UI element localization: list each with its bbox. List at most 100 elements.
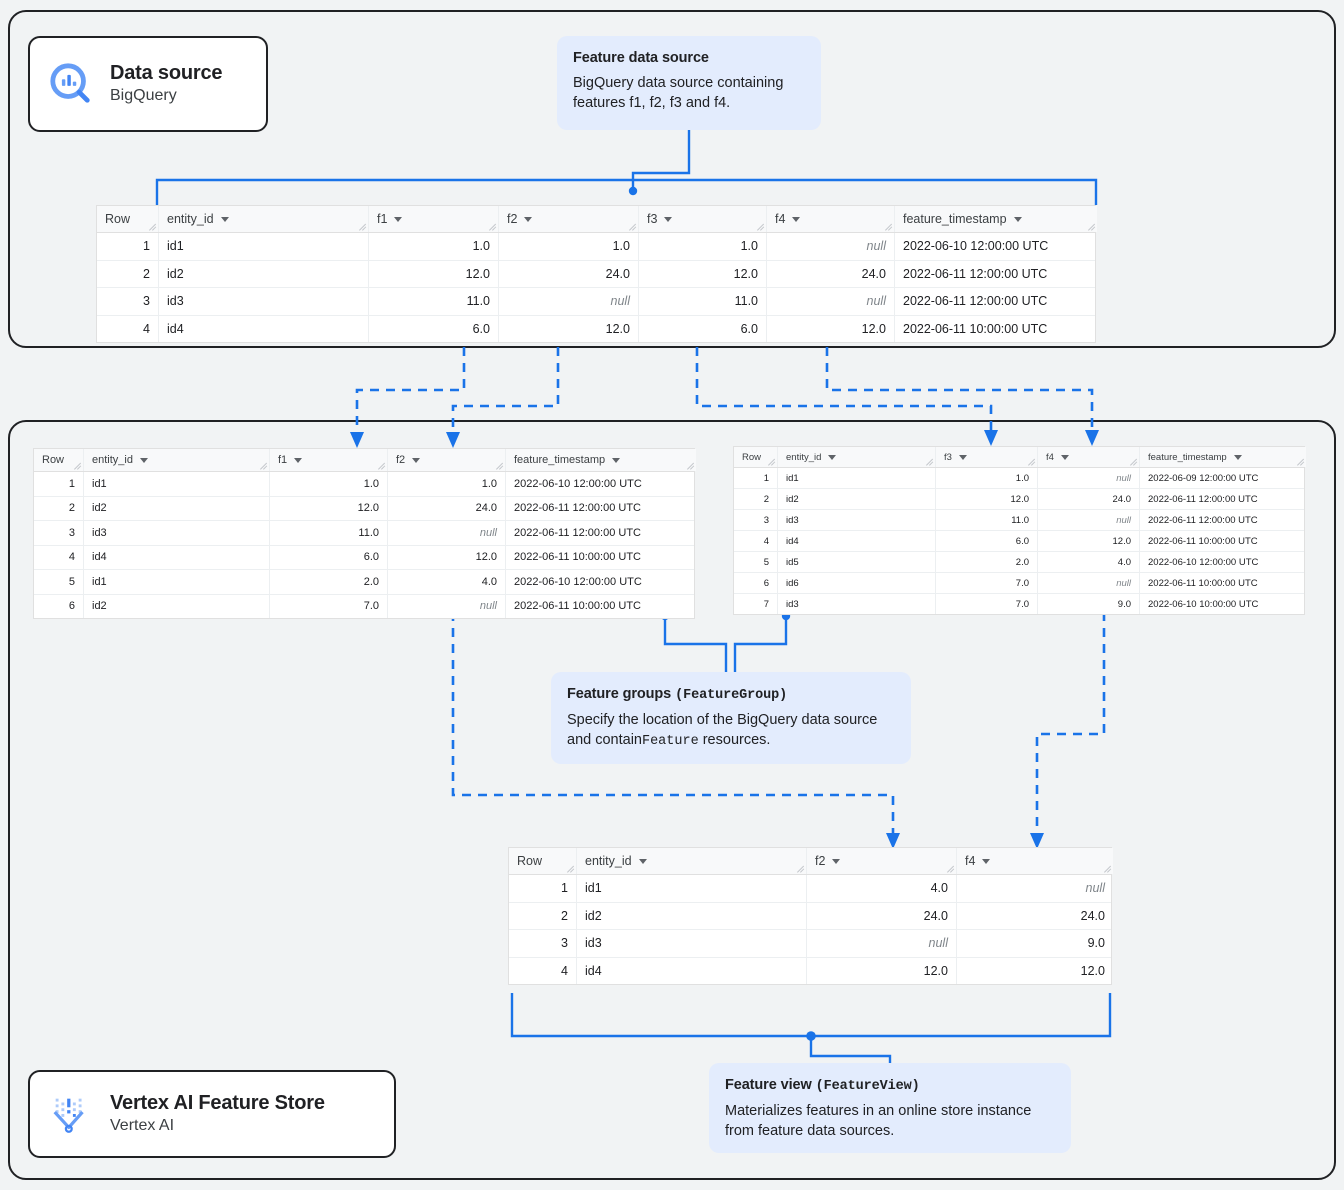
column-resize-handle-icon[interactable] <box>884 223 892 231</box>
null-value: null <box>479 600 497 613</box>
chevron-down-icon[interactable] <box>958 454 967 460</box>
column-resize-handle-icon[interactable] <box>686 462 694 470</box>
column-header-entity_id[interactable]: entity_id <box>778 447 936 467</box>
column-header-f4[interactable]: f4 <box>767 206 895 232</box>
column-resize-handle-icon[interactable] <box>767 458 775 466</box>
column-header-feature_timestamp[interactable]: feature_timestamp <box>506 449 696 471</box>
column-resize-handle-icon[interactable] <box>358 223 366 231</box>
chevron-down-icon[interactable] <box>828 454 837 460</box>
column-header-Row[interactable]: Row <box>509 848 577 874</box>
column-header-Row[interactable]: Row <box>734 447 778 467</box>
column-resize-handle-icon[interactable] <box>488 223 496 231</box>
chip-title: Data source <box>110 62 223 85</box>
column-resize-handle-icon[interactable] <box>1087 223 1095 231</box>
column-resize-handle-icon[interactable] <box>796 865 804 873</box>
cell-f1: 1.0 <box>270 472 388 496</box>
chip-feature-store: Vertex AI Feature Store Vertex AI <box>28 1070 396 1158</box>
column-header-label: f2 <box>396 454 406 466</box>
chevron-down-icon[interactable] <box>982 858 991 864</box>
cell-f3: 11.0 <box>639 288 767 315</box>
chevron-down-icon[interactable] <box>664 216 673 222</box>
column-header-Row[interactable]: Row <box>97 206 159 232</box>
cell-entity_id: id3 <box>159 288 369 315</box>
chevron-down-icon[interactable] <box>792 216 801 222</box>
chevron-down-icon[interactable] <box>220 216 229 222</box>
cell-f2: 24.0 <box>807 902 957 929</box>
column-header-f2[interactable]: f2 <box>499 206 639 232</box>
cell-value: id1 <box>92 477 107 490</box>
column-resize-handle-icon[interactable] <box>946 865 954 873</box>
chevron-down-icon[interactable] <box>638 858 647 864</box>
chevron-down-icon[interactable] <box>394 216 403 222</box>
column-header-entity_id[interactable]: entity_id <box>159 206 369 232</box>
cell-value: id4 <box>167 321 184 336</box>
callout-title-code: (FeatureView) <box>815 1079 920 1094</box>
chevron-down-icon[interactable] <box>294 457 303 463</box>
cell-f3: 6.0 <box>639 315 767 342</box>
cell-f1: 6.0 <box>369 315 499 342</box>
column-resize-handle-icon[interactable] <box>148 223 156 231</box>
chevron-down-icon[interactable] <box>524 216 533 222</box>
column-resize-handle-icon[interactable] <box>1296 458 1304 466</box>
column-resize-handle-icon[interactable] <box>1027 458 1035 466</box>
column-header-f2[interactable]: f2 <box>388 449 506 471</box>
cell-f3: 6.0 <box>936 531 1038 551</box>
column-header-feature_timestamp[interactable]: feature_timestamp <box>895 206 1097 232</box>
chevron-down-icon[interactable] <box>832 858 841 864</box>
column-header-f3[interactable]: f3 <box>639 206 767 232</box>
column-header-f4[interactable]: f4 <box>957 848 1113 874</box>
cell-value: 24.0 <box>1080 908 1105 923</box>
chevron-down-icon[interactable] <box>612 457 621 463</box>
column-resize-handle-icon[interactable] <box>259 462 267 470</box>
cell-value: 24.0 <box>605 266 630 281</box>
column-resize-handle-icon[interactable] <box>377 462 385 470</box>
chevron-down-icon[interactable] <box>139 457 148 463</box>
column-resize-handle-icon[interactable] <box>756 223 764 231</box>
column-resize-handle-icon[interactable] <box>1129 458 1137 466</box>
column-resize-handle-icon[interactable] <box>925 458 933 466</box>
column-resize-handle-icon[interactable] <box>73 462 81 470</box>
cell-feature_timestamp: 2022-06-11 12:00:00 UTC <box>506 521 696 545</box>
column-header-f1[interactable]: f1 <box>270 449 388 471</box>
cell-value: 6.0 <box>472 321 490 336</box>
column-header-feature_timestamp[interactable]: feature_timestamp <box>1140 447 1306 467</box>
column-header-f4[interactable]: f4 <box>1038 447 1140 467</box>
column-resize-handle-icon[interactable] <box>566 865 574 873</box>
chevron-down-icon[interactable] <box>412 457 421 463</box>
column-header-Row[interactable]: Row <box>34 449 84 471</box>
column-header-f1[interactable]: f1 <box>369 206 499 232</box>
cell-value: 1 <box>561 881 568 896</box>
cell-value: 5 <box>68 575 75 588</box>
cell-value: 2022-06-11 12:00:00 UTC <box>903 266 1048 281</box>
column-header-label: f4 <box>1046 451 1054 463</box>
column-resize-handle-icon[interactable] <box>1103 865 1111 873</box>
cell-f1: 11.0 <box>369 288 499 315</box>
cell-f4: null <box>767 288 895 315</box>
column-header-f2[interactable]: f2 <box>807 848 957 874</box>
column-header-entity_id[interactable]: entity_id <box>577 848 807 874</box>
chevron-down-icon[interactable] <box>1013 216 1022 222</box>
cell-value: 6.0 <box>363 551 379 564</box>
cell-value: 1 <box>143 239 150 254</box>
column-header-entity_id[interactable]: entity_id <box>84 449 270 471</box>
chevron-down-icon[interactable] <box>1233 454 1242 460</box>
cell-entity_id: id1 <box>778 468 936 488</box>
cell-feature_timestamp: 2022-06-11 12:00:00 UTC <box>506 497 696 521</box>
row-number-cell: 6 <box>34 594 84 618</box>
cell-f2: null <box>807 930 957 957</box>
chevron-down-icon[interactable] <box>1060 454 1069 460</box>
callout-feature-data-source: Feature data source BigQuery data source… <box>557 36 821 130</box>
callout-title-text: Feature view <box>725 1077 812 1093</box>
column-header-f3[interactable]: f3 <box>936 447 1038 467</box>
column-resize-handle-icon[interactable] <box>495 462 503 470</box>
cell-f4: 9.0 <box>1038 594 1140 614</box>
column-resize-handle-icon[interactable] <box>628 223 636 231</box>
row-number-cell: 4 <box>97 315 159 342</box>
